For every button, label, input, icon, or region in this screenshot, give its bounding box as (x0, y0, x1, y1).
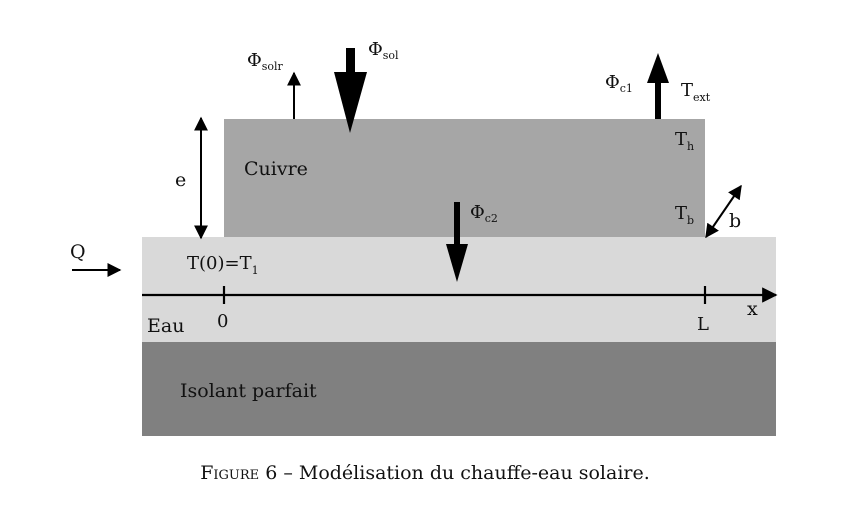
insulator-label: Isolant parfait (180, 380, 317, 402)
phi-c2-label: Φc2 (470, 202, 498, 225)
t-h-label: Th (675, 129, 694, 153)
copper-plate (224, 119, 705, 237)
figure-caption: Figure 6 – Modélisation du chauffe-eau s… (0, 462, 850, 484)
phi-sol-arrow-head (334, 72, 367, 133)
t-ext-label: Text (681, 80, 711, 104)
width-b-arrow (705, 184, 742, 239)
phi-c2-arrow-head (446, 244, 468, 282)
phi-sol-arrow-shaft (346, 48, 355, 78)
figure-number: Figure 6 (200, 462, 278, 484)
phi-solr-label: Φsolr (247, 50, 284, 73)
phi-c1-label: Φc1 (605, 72, 633, 95)
phi-c2-arrow-shaft (454, 202, 460, 248)
phi-c1-arrow-head (647, 53, 669, 83)
phi-sol-label: Φsol (368, 39, 399, 62)
origin-label: 0 (217, 311, 228, 332)
t-b-label: Tb (675, 203, 694, 227)
flow-label: Q (70, 241, 86, 263)
insulator-layer (142, 342, 776, 436)
caption-text: – Modélisation du chauffe-eau solaire. (277, 462, 650, 484)
copper-label: Cuivre (244, 158, 308, 180)
length-label: L (697, 314, 709, 335)
width-b-label: b (729, 210, 741, 232)
water-label: Eau (147, 315, 184, 337)
phi-c1-arrow-shaft (655, 80, 661, 119)
x-axis-label: x (747, 298, 758, 320)
thickness-label: e (175, 169, 186, 191)
t0-label: T(0)=T1 (187, 253, 259, 277)
